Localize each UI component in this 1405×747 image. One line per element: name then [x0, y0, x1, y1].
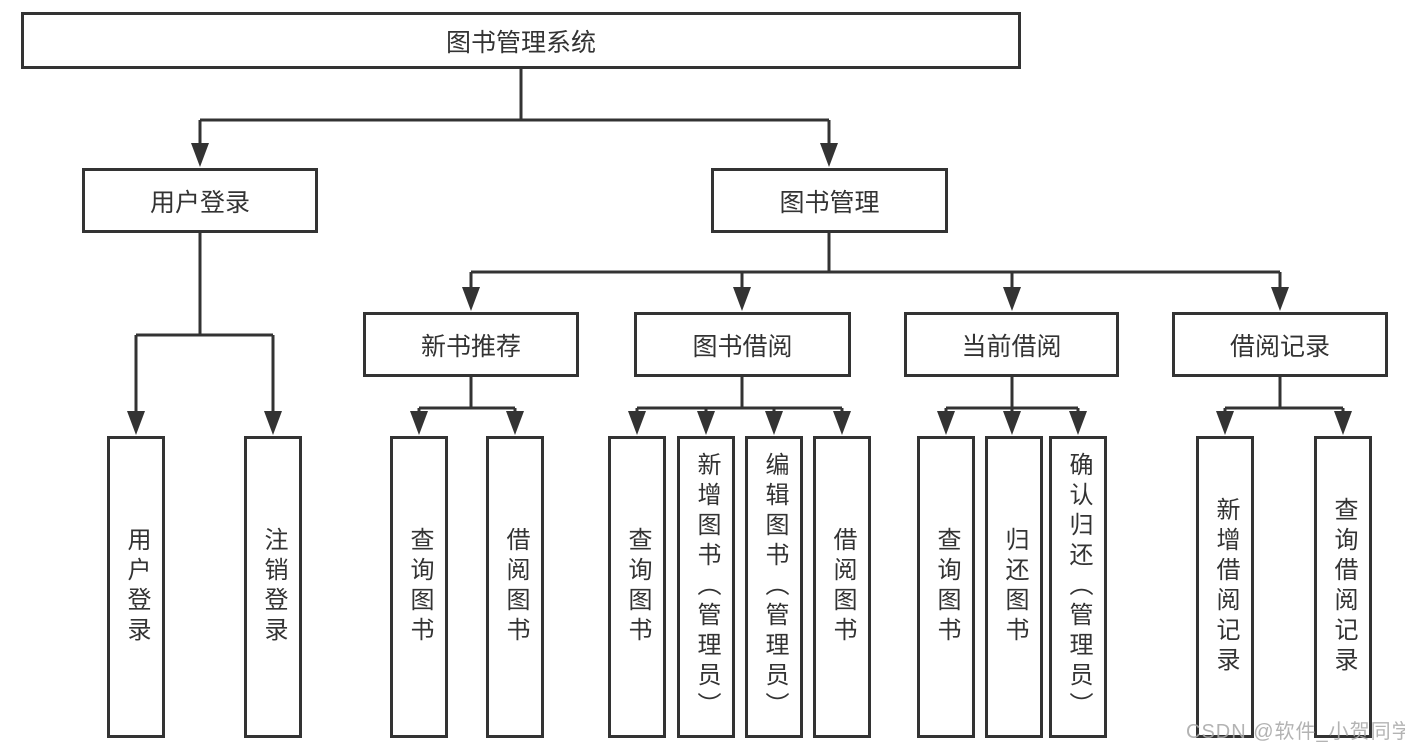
leaf-label: 新增借阅记录	[1212, 497, 1239, 677]
node-book-borrow: 图书借阅	[634, 312, 851, 377]
leaf-label: 查询图书	[933, 527, 960, 647]
node-borrow-records: 借阅记录	[1172, 312, 1388, 377]
leaf-label: 借阅图书	[829, 527, 856, 647]
leaf-label: 确认归还（管理员）	[1065, 452, 1092, 722]
leaf-query-books-current: 查询图书	[917, 436, 975, 738]
leaf-user-login: 用户登录	[107, 436, 165, 738]
leaf-label: 用户登录	[123, 527, 150, 647]
leaf-label: 新增图书（管理员）	[693, 452, 720, 722]
leaf-label: 归还图书	[1001, 527, 1028, 647]
leaf-logout: 注销登录	[244, 436, 302, 738]
leaf-return-books: 归还图书	[985, 436, 1043, 738]
leaf-label: 编辑图书（管理员）	[761, 452, 788, 722]
leaf-add-borrow-record: 新增借阅记录	[1196, 436, 1254, 738]
leaf-add-books-admin: 新增图书（管理员）	[677, 436, 735, 738]
leaf-label: 注销登录	[260, 527, 287, 647]
leaf-label: 查询借阅记录	[1330, 497, 1357, 677]
node-new-book-recommend: 新书推荐	[363, 312, 579, 377]
leaf-label: 借阅图书	[502, 527, 529, 647]
leaf-label: 查询图书	[624, 527, 651, 647]
watermark: CSDN @软件_小贺同学	[1186, 721, 1405, 743]
node-book-management: 图书管理	[711, 168, 948, 233]
leaf-query-books-borrow: 查询图书	[608, 436, 666, 738]
leaf-borrow-books-recommend: 借阅图书	[486, 436, 544, 738]
leaf-edit-books-admin: 编辑图书（管理员）	[745, 436, 803, 738]
leaf-confirm-return-admin: 确认归还（管理员）	[1049, 436, 1107, 738]
node-root-system: 图书管理系统	[21, 12, 1021, 69]
node-current-borrow: 当前借阅	[904, 312, 1119, 377]
leaf-label: 查询图书	[406, 527, 433, 647]
leaf-borrow-books: 借阅图书	[813, 436, 871, 738]
leaf-query-borrow-record: 查询借阅记录	[1314, 436, 1372, 738]
leaf-query-books-recommend: 查询图书	[390, 436, 448, 738]
node-user-login: 用户登录	[82, 168, 318, 233]
